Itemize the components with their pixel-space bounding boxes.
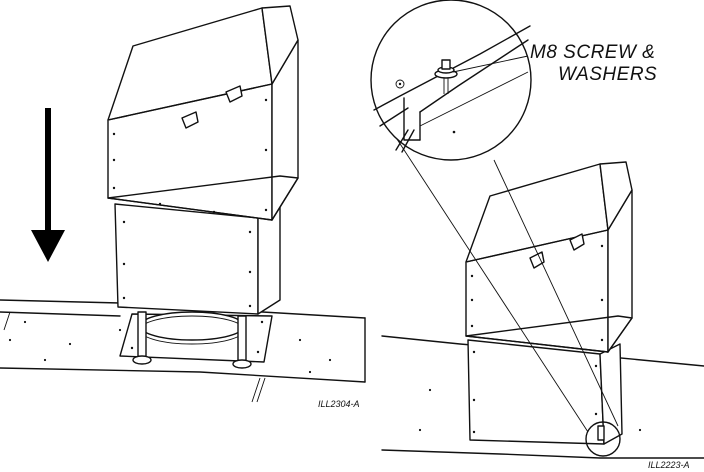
zoom-detail <box>370 0 532 161</box>
screw-icon <box>434 59 458 94</box>
callout-leader-line <box>452 55 529 73</box>
lower-housing-right <box>467 339 623 445</box>
left-figure: ILL2304-A <box>0 5 366 409</box>
right-reference-label: ILL2223-A <box>648 460 690 470</box>
callout-label-line1: M8 SCREW & <box>530 42 655 63</box>
cowl-body-right <box>465 161 633 353</box>
right-figure: M8 SCREW & WASHERS ILL2223-A <box>370 0 704 470</box>
left-reference-label: ILL2304-A <box>318 399 360 409</box>
zoom-lines <box>377 109 619 433</box>
callout-label-line2: WASHERS <box>558 64 657 85</box>
detail-marker-circle <box>585 421 621 457</box>
lower-housing <box>114 203 281 315</box>
down-arrow-icon <box>31 108 65 262</box>
base-plate <box>119 311 273 369</box>
cowl-body <box>107 5 299 221</box>
